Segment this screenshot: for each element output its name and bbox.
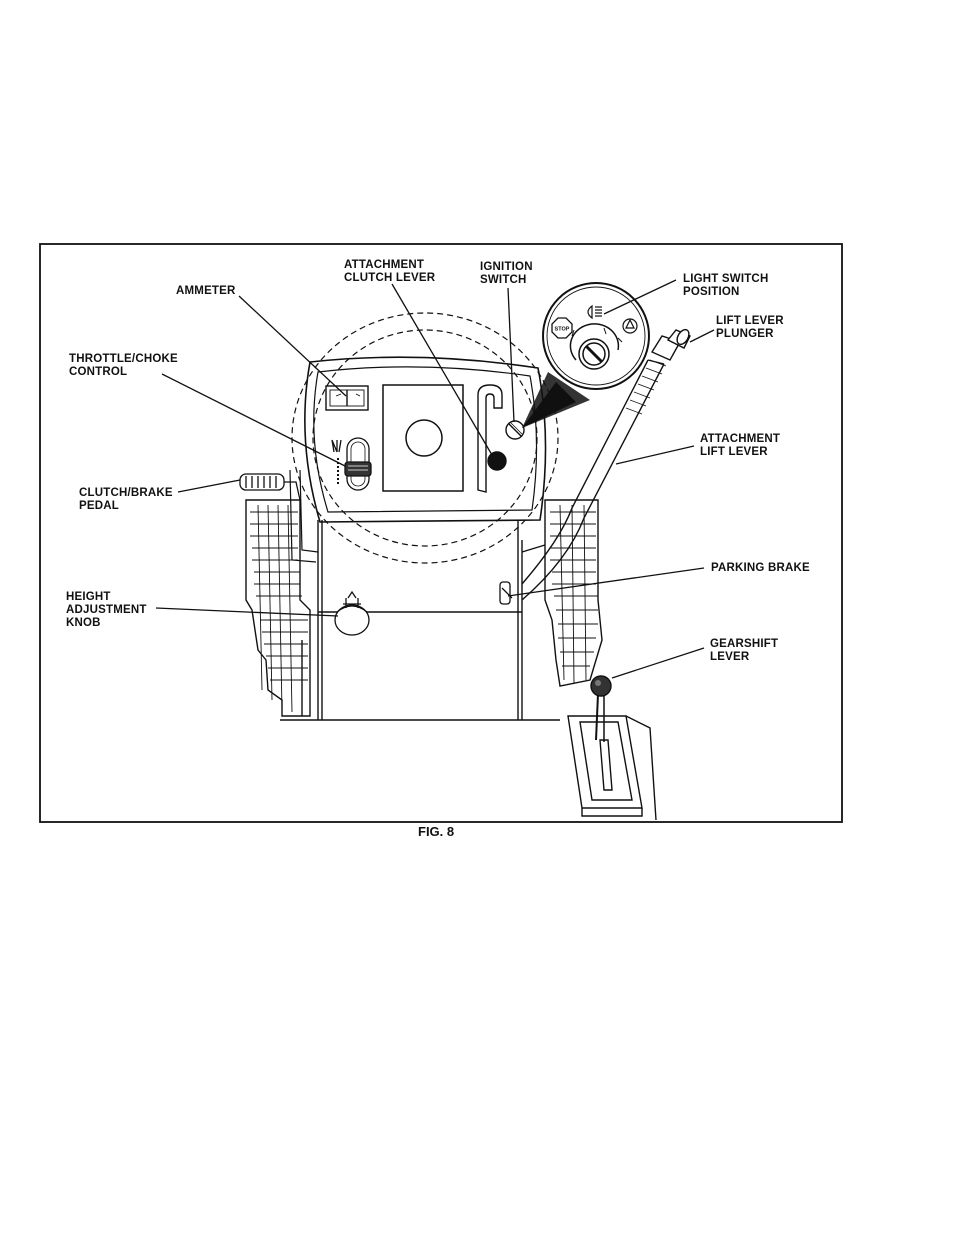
dashboard-panel	[290, 357, 546, 562]
tractor-body	[280, 520, 560, 720]
stop-symbol-text: STOP	[555, 327, 570, 333]
label-throttle-choke-control: THROTTLE/CHOKE CONTROL	[69, 353, 181, 378]
ignition-switch	[506, 421, 524, 439]
throttle-choke-lever	[332, 438, 371, 490]
ignition-inset: STOP	[522, 283, 649, 428]
height-adjustment-knob	[335, 592, 369, 635]
floor-mat-right	[545, 500, 602, 686]
label-clutch-brake-pedal: CLUTCH/BRAKE PEDAL	[79, 487, 176, 512]
label-ignition-switch: IGNITION SWITCH	[480, 261, 536, 286]
label-light-switch-position: LIGHT SWITCH POSITION	[683, 273, 772, 298]
label-ammeter: AMMETER	[176, 285, 236, 297]
ammeter-gauge	[326, 386, 368, 410]
label-parking-brake: PARKING BRAKE	[711, 562, 810, 574]
label-attachment-lift-lever: ATTACHMENT LIFT LEVER	[700, 433, 784, 458]
dash-center-plate	[383, 385, 463, 491]
reach-circle-inner	[313, 330, 537, 546]
figure-caption: FIG. 8	[418, 824, 454, 839]
floor-mat-left	[246, 500, 310, 716]
label-gearshift-lever: GEARSHIFT LEVER	[710, 638, 782, 663]
label-height-adjustment-knob: HEIGHT ADJUSTMENT KNOB	[66, 591, 150, 629]
parking-brake	[500, 582, 512, 604]
label-attachment-clutch-lever: ATTACHMENT CLUTCH LEVER	[344, 259, 436, 284]
label-lift-lever-plunger: LIFT LEVER PLUNGER	[716, 315, 787, 340]
gearshift-lever	[568, 676, 656, 820]
